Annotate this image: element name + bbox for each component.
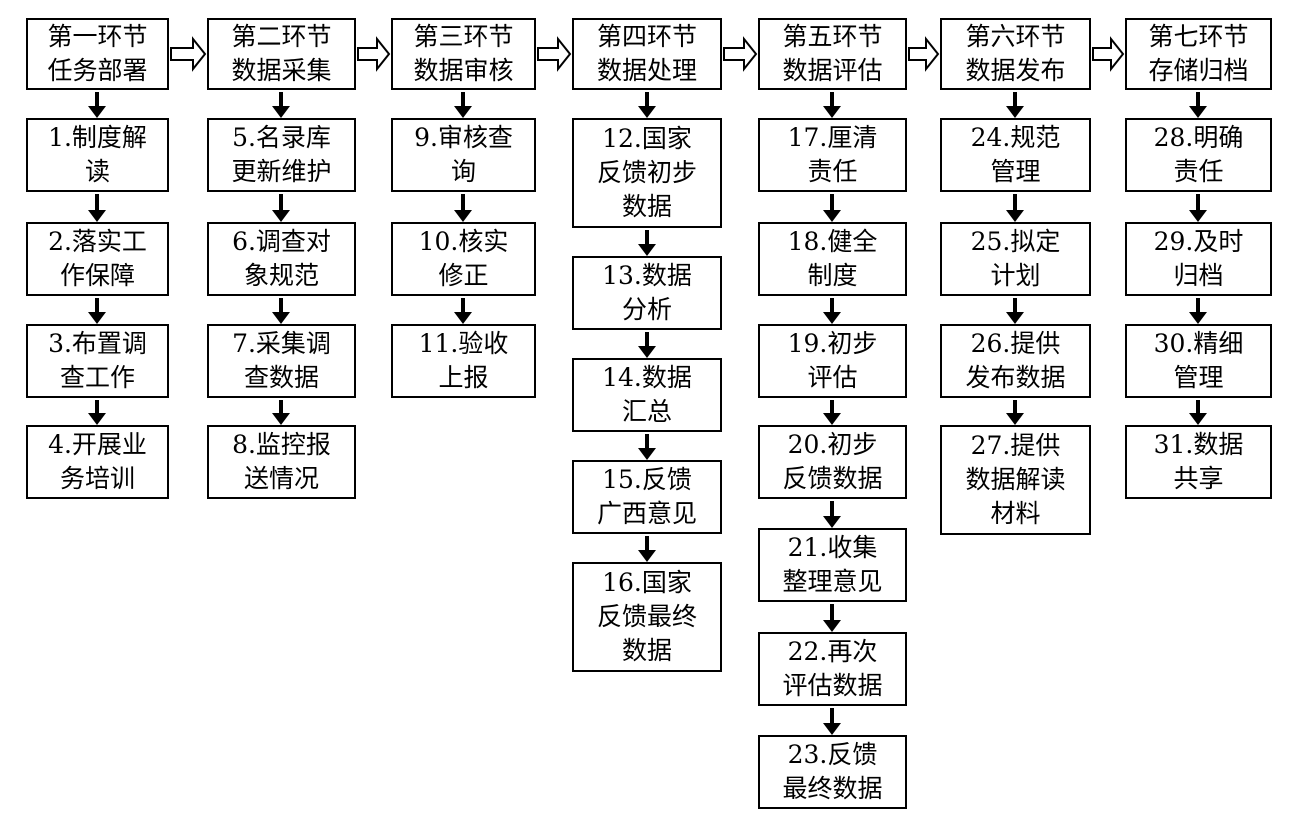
step-box-1: 1.制度解 读 xyxy=(26,118,169,192)
step-box-22: 22.再次 评估数据 xyxy=(758,632,907,706)
stage-6-box: 第六环节 数据发布 xyxy=(940,18,1091,90)
step-box-26: 26.提供 发布数据 xyxy=(940,324,1091,398)
down-arrow-head xyxy=(272,106,290,118)
down-arrow-head xyxy=(272,210,290,222)
down-arrow-head xyxy=(823,723,841,735)
step-box-14: 14.数据 汇总 xyxy=(572,358,722,432)
stage-4-box: 第四环节 数据处理 xyxy=(572,18,722,90)
down-arrow-head xyxy=(638,448,656,460)
down-arrow-head xyxy=(1006,106,1024,118)
down-arrow-head xyxy=(638,346,656,358)
step-box-24: 24.规范 管理 xyxy=(940,118,1091,192)
down-arrow-head xyxy=(638,106,656,118)
step-box-8: 8.监控报 送情况 xyxy=(207,425,356,499)
down-arrow-head xyxy=(638,550,656,562)
step-box-31: 31.数据 共享 xyxy=(1125,425,1272,499)
stage-2-box: 第二环节 数据采集 xyxy=(207,18,356,90)
step-box-19: 19.初步 评估 xyxy=(758,324,907,398)
step-box-7: 7.采集调 查数据 xyxy=(207,324,356,398)
right-arrow xyxy=(537,36,572,72)
right-arrow xyxy=(908,36,940,72)
step-box-11: 11.验收 上报 xyxy=(391,324,536,398)
down-arrow-head xyxy=(454,312,472,324)
right-arrow xyxy=(170,36,207,72)
down-arrow-head xyxy=(454,210,472,222)
down-arrow-head xyxy=(1006,312,1024,324)
step-box-20: 20.初步 反馈数据 xyxy=(758,425,907,499)
step-box-13: 13.数据 分析 xyxy=(572,256,722,330)
step-box-18: 18.健全 制度 xyxy=(758,222,907,296)
stage-3-box: 第三环节 数据审核 xyxy=(391,18,536,90)
step-box-10: 10.核实 修正 xyxy=(391,222,536,296)
step-box-4: 4.开展业 务培训 xyxy=(26,425,169,499)
step-box-3: 3.布置调 查工作 xyxy=(26,324,169,398)
down-arrow-head xyxy=(1006,413,1024,425)
step-box-30: 30.精细 管理 xyxy=(1125,324,1272,398)
down-arrow-head xyxy=(823,413,841,425)
down-arrow-head xyxy=(638,244,656,256)
down-arrow-head xyxy=(823,516,841,528)
down-arrow-head xyxy=(1006,210,1024,222)
step-box-25: 25.拟定 计划 xyxy=(940,222,1091,296)
right-arrow xyxy=(1092,36,1125,72)
down-arrow-head xyxy=(272,312,290,324)
down-arrow-head xyxy=(1189,312,1207,324)
down-arrow-head xyxy=(823,106,841,118)
down-arrow-head xyxy=(88,210,106,222)
step-box-28: 28.明确 责任 xyxy=(1125,118,1272,192)
down-arrow-head xyxy=(1189,413,1207,425)
down-arrow-head xyxy=(272,413,290,425)
step-box-15: 15.反馈 广西意见 xyxy=(572,460,722,534)
right-arrow xyxy=(723,36,758,72)
step-box-29: 29.及时 归档 xyxy=(1125,222,1272,296)
step-box-27: 27.提供 数据解读 材料 xyxy=(940,425,1091,535)
step-box-23: 23.反馈 最终数据 xyxy=(758,735,907,809)
stage-7-box: 第七环节 存储归档 xyxy=(1125,18,1272,90)
stage-5-box: 第五环节 数据评估 xyxy=(758,18,907,90)
down-arrow-head xyxy=(823,312,841,324)
down-arrow-head xyxy=(88,413,106,425)
step-box-6: 6.调查对 象规范 xyxy=(207,222,356,296)
down-arrow-head xyxy=(88,106,106,118)
step-box-5: 5.名录库 更新维护 xyxy=(207,118,356,192)
down-arrow-head xyxy=(1189,106,1207,118)
step-box-21: 21.收集 整理意见 xyxy=(758,528,907,602)
right-arrow xyxy=(357,36,391,72)
step-box-2: 2.落实工 作保障 xyxy=(26,222,169,296)
step-box-9: 9.审核查 询 xyxy=(391,118,536,192)
step-box-17: 17.厘清 责任 xyxy=(758,118,907,192)
down-arrow-head xyxy=(823,210,841,222)
down-arrow-head xyxy=(88,312,106,324)
stage-1-box: 第一环节 任务部署 xyxy=(26,18,169,90)
down-arrow-head xyxy=(823,620,841,632)
down-arrow-head xyxy=(1189,210,1207,222)
step-box-12: 12.国家 反馈初步 数据 xyxy=(572,118,722,228)
step-box-16: 16.国家 反馈最终 数据 xyxy=(572,562,722,672)
down-arrow-head xyxy=(454,106,472,118)
